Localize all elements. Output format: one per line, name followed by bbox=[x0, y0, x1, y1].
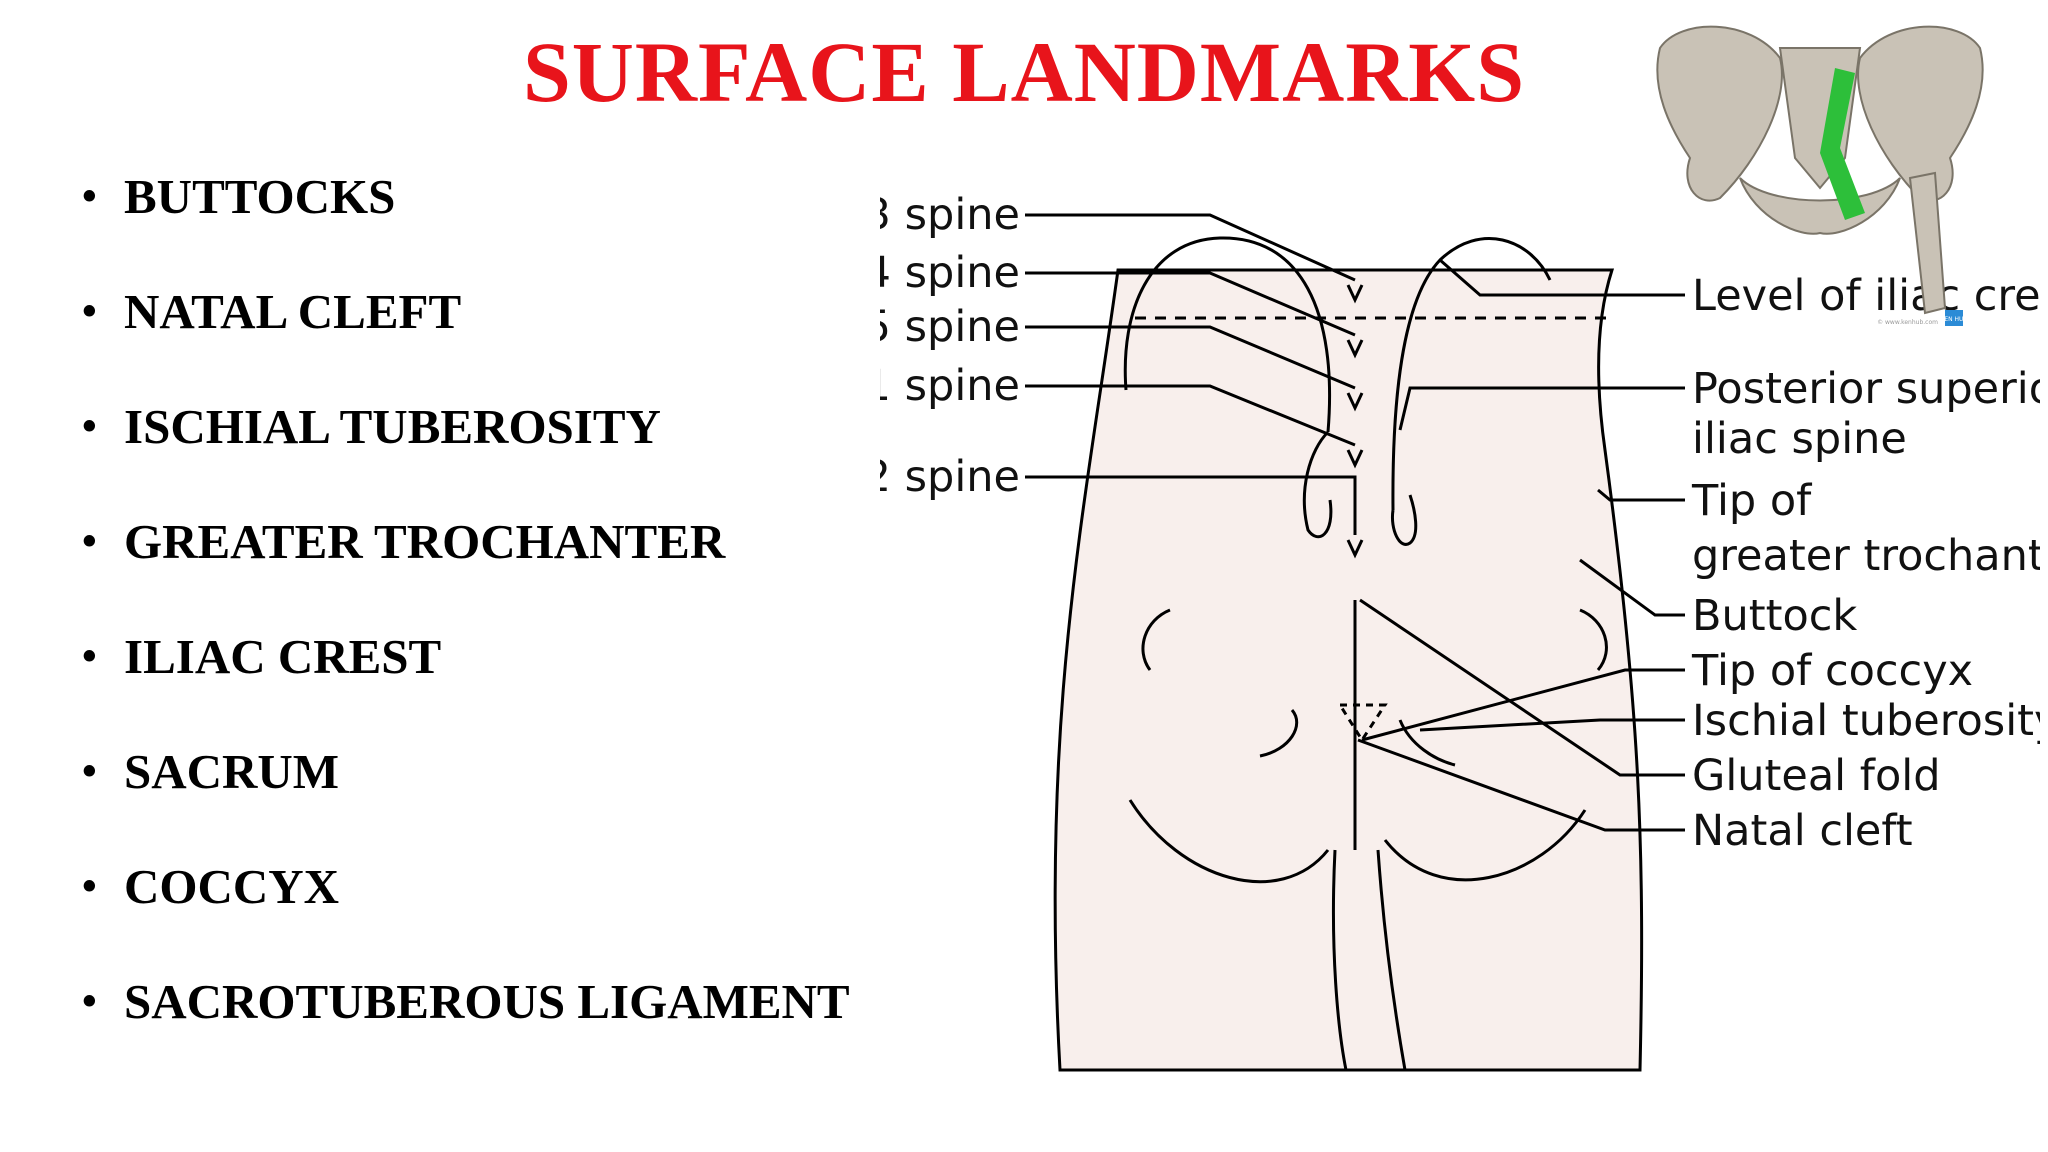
sacrotuberous-ligament-icon bbox=[1820, 68, 1865, 220]
label-l4-spine: L4 spine bbox=[880, 248, 1020, 298]
leader-line-psis bbox=[1398, 386, 1685, 431]
right-psis-loop bbox=[1390, 494, 1418, 546]
kenhub-logo-icon bbox=[1945, 310, 1963, 326]
coccyx-tip-dashes bbox=[1337, 703, 1388, 743]
label-natal-cleft: Natal cleft bbox=[1692, 806, 1913, 856]
kenhub-logo-text: KEN HUB bbox=[1940, 316, 1967, 323]
label-trochanter-line2: greater trochanter bbox=[1692, 531, 2040, 581]
left-leader-lines bbox=[1025, 213, 1357, 535]
leader-line-trochanter bbox=[1597, 488, 1685, 502]
right-trochanter-arc bbox=[1579, 608, 1608, 671]
bullet-dot-icon: • bbox=[82, 174, 97, 220]
leader-line-gluteal-fold bbox=[1359, 598, 1685, 777]
leader-line-l4 bbox=[1025, 271, 1356, 337]
label-l3-spine: L3 spine bbox=[880, 190, 1020, 240]
spine-mark bbox=[1346, 539, 1364, 559]
kenhub-credit: © www.kenhub.com bbox=[1877, 319, 1938, 326]
label-trochanter-line1: Tip of bbox=[1691, 476, 1812, 526]
leader-line-s1 bbox=[1025, 384, 1356, 447]
left-gluteal-fold bbox=[1128, 799, 1330, 884]
left-ischial-arc bbox=[1259, 709, 1299, 758]
label-buttock: Buttock bbox=[1692, 591, 1857, 641]
right-leader-lines bbox=[1357, 258, 1685, 832]
bullet-dot-icon: • bbox=[82, 979, 97, 1025]
label-s2-spine: S2 spine bbox=[880, 452, 1020, 502]
leader-line-buttock bbox=[1579, 558, 1685, 617]
torso-outline bbox=[1053, 268, 1644, 1072]
right-ischial-arc bbox=[1398, 719, 1456, 767]
label-tip-of-coccyx: Tip of coccyx bbox=[1691, 646, 1973, 696]
bullet-dot-icon: • bbox=[82, 749, 97, 795]
spine-mark bbox=[1346, 392, 1364, 412]
bullet-dot-icon: • bbox=[82, 634, 97, 680]
thigh-gap-line bbox=[1376, 849, 1407, 1071]
right-gluteal-fold bbox=[1383, 809, 1587, 882]
slide-title: SURFACE LANDMARKS bbox=[522, 24, 1526, 120]
leader-line-ischial bbox=[1419, 718, 1685, 732]
pelvis-bone-icon bbox=[1656, 25, 1984, 315]
spine-mark bbox=[1346, 449, 1364, 469]
label-s1-spine: S1 spine bbox=[880, 361, 1020, 411]
spine-mark bbox=[1346, 339, 1364, 359]
label-l5-spine: L5 spine bbox=[880, 302, 1020, 352]
leader-line-l3 bbox=[1025, 213, 1356, 282]
spine-mark bbox=[1346, 284, 1364, 304]
label-psis-line2: iliac spine bbox=[1692, 414, 1907, 464]
leader-line-iliac-crest bbox=[1439, 258, 1685, 297]
pelvis-thumbnail: KEN HUB © www.kenhub.com bbox=[1656, 25, 1984, 326]
spine-marks bbox=[1346, 284, 1364, 559]
right-iliac-crest-curve bbox=[1391, 237, 1552, 511]
label-gluteal-fold: Gluteal fold bbox=[1692, 751, 1941, 801]
label-psis-line1: Posterior superior bbox=[1692, 364, 2040, 414]
bullet-dot-icon: • bbox=[82, 289, 97, 335]
label-ischial-tuberosity: Ischial tuberosity bbox=[1692, 696, 2040, 746]
leader-line-natal-cleft bbox=[1357, 738, 1685, 832]
bullet-dot-icon: • bbox=[82, 404, 97, 450]
bullet-dot-icon: • bbox=[82, 519, 97, 565]
left-iliac-crest-curve bbox=[1123, 236, 1332, 433]
leader-line-l5 bbox=[1025, 325, 1356, 390]
label-level-of-iliac-crest: Level of iliac crest bbox=[1692, 271, 2040, 321]
thigh-gap-line bbox=[1331, 849, 1348, 1071]
bullet-dot-icon: • bbox=[82, 864, 97, 910]
left-psis-loop bbox=[1302, 430, 1333, 539]
surface-landmarks-diagram: L3 spine L4 spine L5 spine S1 spine S2 s… bbox=[880, 190, 2040, 1072]
leader-line-s2 bbox=[1025, 475, 1357, 535]
leader-line-coccyx bbox=[1361, 668, 1685, 742]
left-trochanter-arc bbox=[1141, 608, 1171, 671]
